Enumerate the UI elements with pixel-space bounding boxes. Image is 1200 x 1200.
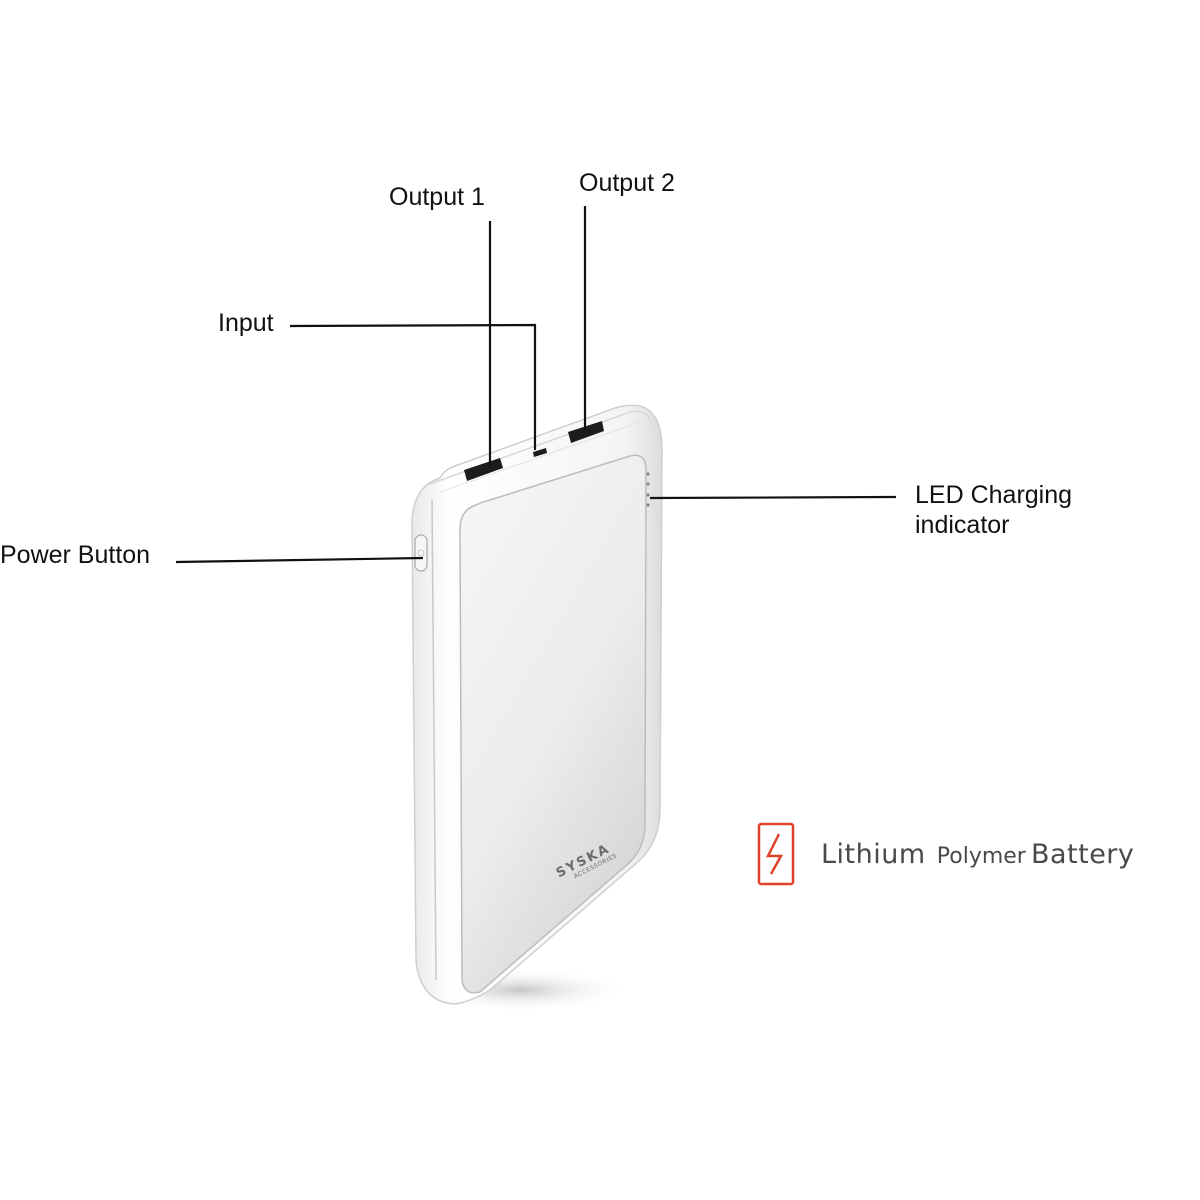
led-label-line2: indicator — [915, 511, 1010, 539]
power-button[interactable] — [414, 534, 428, 572]
input-label: Input — [218, 309, 274, 337]
front-face-panel — [459, 454, 647, 994]
led-label-line1: LED Charging — [915, 481, 1073, 509]
badge-word-polymer: Polymer — [936, 843, 1026, 869]
led-leader — [649, 495, 897, 500]
led-dot-2 — [646, 482, 650, 486]
power-button-label: Power Button — [0, 541, 151, 569]
top-edge — [429, 410, 653, 485]
output-2-port — [568, 421, 604, 443]
badge-word-battery: Battery — [1030, 838, 1135, 870]
battery-type-badge: Lithium Polymer Battery — [757, 822, 1134, 886]
output-2-label: Output 2 — [579, 169, 675, 197]
badge-word-lithium: Lithium — [821, 838, 926, 870]
battery-lightning-icon — [757, 822, 795, 886]
led-dot-4 — [646, 503, 650, 507]
top-surface-line — [439, 421, 641, 493]
output-1-label: Output 1 — [389, 183, 485, 211]
led-dot-3 — [646, 493, 650, 497]
led-dot-1 — [646, 472, 650, 476]
side-rim — [431, 499, 437, 981]
power-leader — [175, 556, 424, 564]
battery-type-text: Lithium Polymer Battery — [821, 839, 1134, 870]
output-1-port — [464, 458, 503, 481]
input-port — [533, 448, 547, 457]
input-leader — [289, 323, 537, 450]
power-icon — [417, 549, 425, 557]
